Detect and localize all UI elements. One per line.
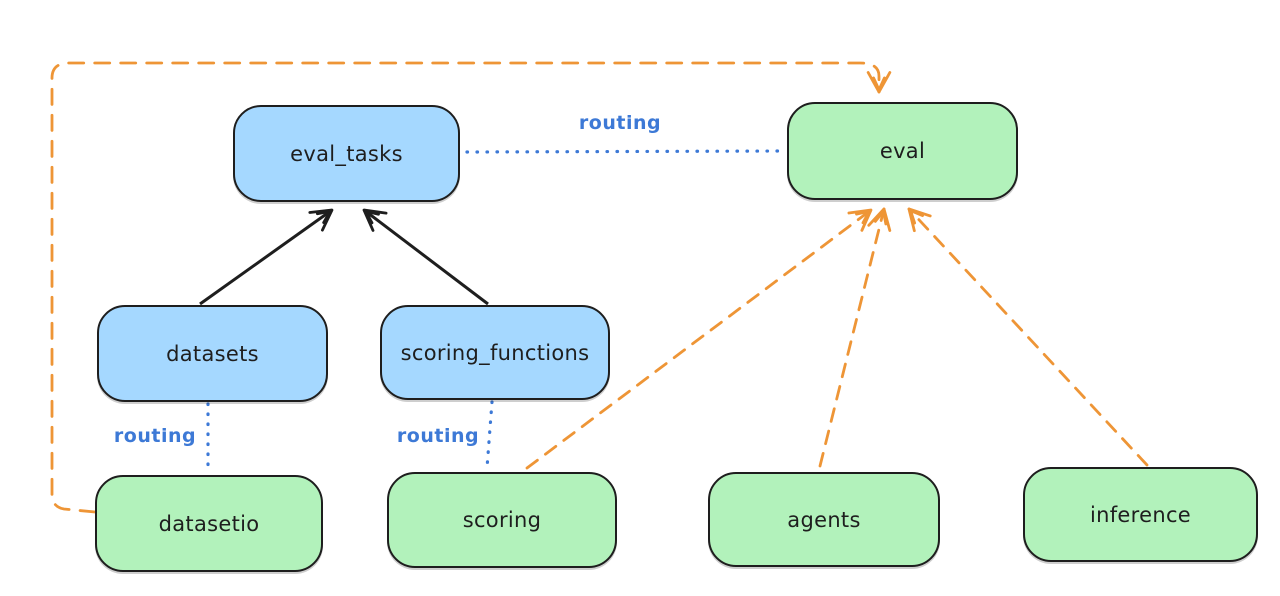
node-eval: eval <box>787 102 1018 200</box>
edge-label-routing-scoring-functions-scoring: routing <box>396 425 480 447</box>
edge-label-routing-datasets-datasetio: routing <box>113 425 197 447</box>
node-agents: agents <box>708 472 940 567</box>
edge-eval-tasks-to-eval-routing <box>465 149 785 154</box>
node-datasets-label: datasets <box>166 341 259 366</box>
node-datasetio: datasetio <box>95 475 323 572</box>
edge-scoring-functions-to-eval-tasks <box>362 208 489 306</box>
node-eval-tasks-label: eval_tasks <box>290 141 403 166</box>
node-scoring-functions-label: scoring_functions <box>400 340 590 365</box>
edge-agents-to-eval <box>818 207 892 468</box>
edge-datasets-to-eval-tasks <box>199 208 334 306</box>
node-inference-label: inference <box>1089 502 1192 527</box>
node-scoring-label: scoring <box>462 508 542 532</box>
node-datasets: datasets <box>97 305 328 402</box>
node-inference: inference <box>1023 467 1258 562</box>
edge-inference-to-eval <box>907 207 1149 467</box>
node-scoring: scoring <box>387 472 617 568</box>
node-scoring-functions: scoring_functions <box>380 305 610 400</box>
edge-scoring-functions-to-scoring-routing <box>485 400 494 470</box>
node-eval-label: eval <box>879 139 926 163</box>
node-datasetio-label: datasetio <box>158 511 260 536</box>
node-agents-label: agents <box>787 507 861 532</box>
edge-label-routing-eval-tasks-eval: routing <box>578 112 662 134</box>
edge-scoring-to-eval <box>525 208 873 470</box>
node-eval-tasks: eval_tasks <box>233 105 460 202</box>
edge-datasetio-to-eval <box>50 61 892 514</box>
